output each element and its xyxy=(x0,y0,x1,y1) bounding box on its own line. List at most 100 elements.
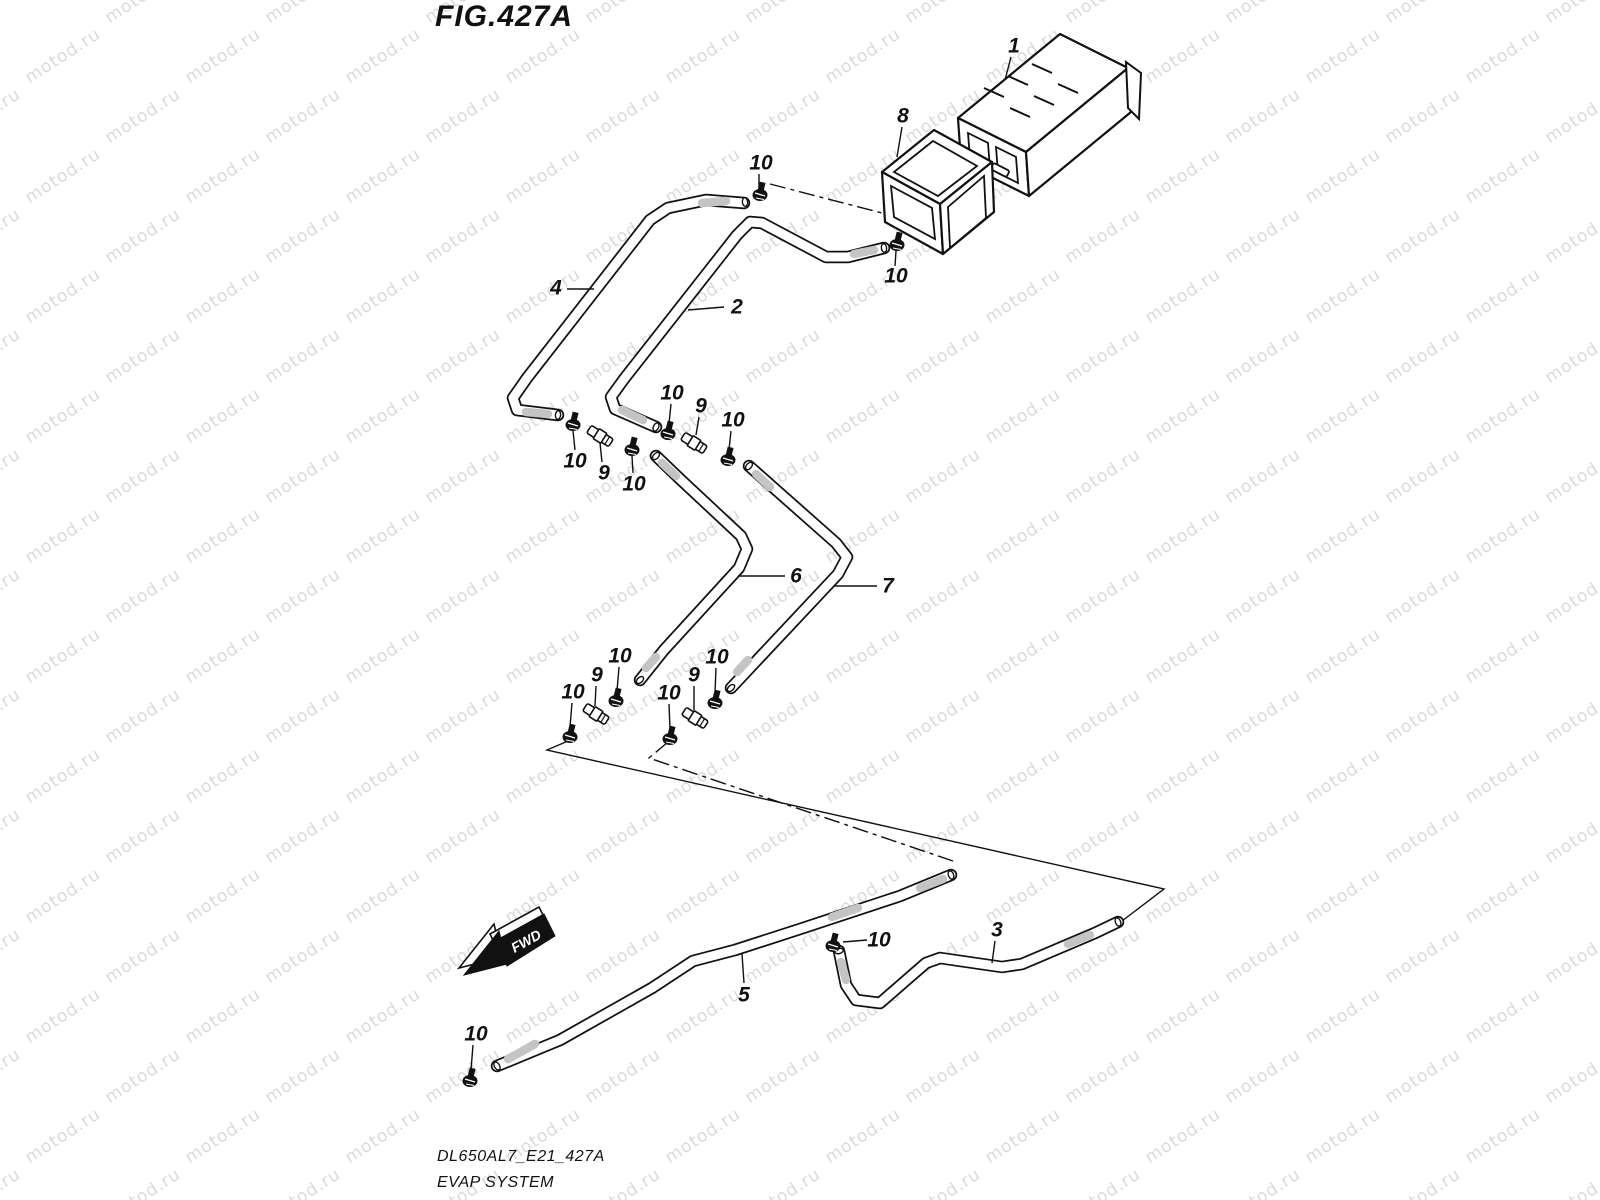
canister-vent-slot xyxy=(983,87,1005,98)
hose-opening xyxy=(651,451,661,461)
clamp-icon xyxy=(723,462,733,465)
footer-code: DL650AL7_E21_427A xyxy=(437,1148,605,1165)
leader-line xyxy=(599,442,603,463)
leader-line xyxy=(470,1044,474,1071)
clamp-part xyxy=(562,723,578,743)
leader-line xyxy=(572,430,576,451)
hose-opening xyxy=(741,197,749,207)
hose-2 xyxy=(606,217,889,432)
leader-line xyxy=(896,126,903,158)
part-label-10: 10 xyxy=(749,152,773,175)
clamp-icon xyxy=(611,703,621,706)
part-label-10: 10 xyxy=(884,265,908,288)
clamp-part xyxy=(825,932,841,952)
clamp-part xyxy=(624,436,640,456)
hose-end-shading xyxy=(827,903,863,922)
clamp-part xyxy=(608,687,624,707)
hose-end-shading xyxy=(836,957,851,985)
part-label-10: 10 xyxy=(657,682,681,705)
part-label-5: 5 xyxy=(738,984,750,1007)
part-label-2: 2 xyxy=(730,296,743,319)
clamp-icon xyxy=(610,698,622,703)
hose-opening xyxy=(554,410,562,420)
joint-part xyxy=(681,707,709,729)
clamp-part xyxy=(660,420,676,440)
part-label-9: 9 xyxy=(695,395,707,418)
clamp-part xyxy=(889,231,905,251)
joint-part xyxy=(586,425,614,447)
hose-5 xyxy=(492,870,956,1071)
leader-line xyxy=(728,430,732,451)
leader-line xyxy=(714,667,717,694)
clamp-icon xyxy=(568,427,578,430)
hose-end-shading xyxy=(1063,930,1095,949)
hose-7 xyxy=(726,461,852,693)
leader-line xyxy=(631,455,634,474)
clamp-icon xyxy=(663,436,673,439)
leader-line xyxy=(668,703,671,730)
hose-opening xyxy=(652,422,660,432)
clamp-icon xyxy=(465,1083,475,1086)
figure-title: FIG.427A xyxy=(435,0,574,33)
hose-opening xyxy=(493,1061,501,1071)
joint-icon xyxy=(698,443,704,452)
hose-opening xyxy=(947,870,955,880)
joint-icon xyxy=(687,710,703,726)
bracket-cutout xyxy=(947,174,987,250)
part-label-4: 4 xyxy=(549,277,562,300)
assembly-line xyxy=(544,740,1166,922)
clamp-icon xyxy=(627,452,637,455)
part-label-7: 7 xyxy=(882,575,895,598)
clamp-icon xyxy=(754,192,766,197)
canister-vent-slot xyxy=(1031,63,1053,74)
canister-vent-slot xyxy=(1009,107,1031,118)
joint-icon xyxy=(699,718,705,727)
clamp-icon xyxy=(564,734,576,739)
hose-end-shading xyxy=(617,405,648,425)
part-label-6: 6 xyxy=(790,565,802,588)
hose-opening xyxy=(635,675,645,685)
hose-end-shading xyxy=(503,1039,540,1064)
clamp-part xyxy=(752,181,768,201)
footer-name: EVAP SYSTEM xyxy=(437,1174,554,1191)
clamp-icon xyxy=(464,1078,476,1083)
hose-end-shading xyxy=(732,655,753,677)
hose-end-shading xyxy=(849,245,879,259)
part-label-9: 9 xyxy=(598,462,610,485)
joint-part xyxy=(582,703,610,725)
part-label-1: 1 xyxy=(1008,35,1020,58)
clamp-icon xyxy=(565,739,575,742)
hose-end-shading xyxy=(751,469,775,492)
leader-line xyxy=(741,953,745,984)
clamp-icon xyxy=(567,422,579,427)
part-label-10: 10 xyxy=(721,409,745,432)
hose-opening xyxy=(1114,917,1122,927)
joint-icon xyxy=(686,435,702,451)
assembly-line xyxy=(769,183,887,215)
joint-icon xyxy=(604,436,610,445)
clamp-part xyxy=(707,689,723,709)
part-label-10: 10 xyxy=(563,450,587,473)
canister-vent-slot xyxy=(1033,95,1055,106)
joint-icon xyxy=(592,428,608,444)
part-label-8: 8 xyxy=(897,105,909,128)
part-label-10: 10 xyxy=(660,382,684,405)
leader-line xyxy=(991,940,996,964)
part-label-10: 10 xyxy=(608,645,632,668)
part-label-10: 10 xyxy=(561,681,585,704)
leader-line xyxy=(687,306,725,311)
hose-6 xyxy=(635,451,752,685)
clamp-icon xyxy=(664,736,676,741)
part-label-10: 10 xyxy=(867,929,891,952)
hose-end-shading xyxy=(521,407,553,419)
clamp-icon xyxy=(710,705,720,708)
leader-line xyxy=(668,403,672,425)
fwd-arrow xyxy=(494,913,556,967)
clamp-icon xyxy=(665,741,675,744)
hose-end-shading xyxy=(697,196,731,208)
leader-line xyxy=(842,939,868,943)
part-label-10: 10 xyxy=(705,646,729,669)
canister-vent-slot xyxy=(1007,75,1029,86)
clamp-icon xyxy=(755,197,765,200)
